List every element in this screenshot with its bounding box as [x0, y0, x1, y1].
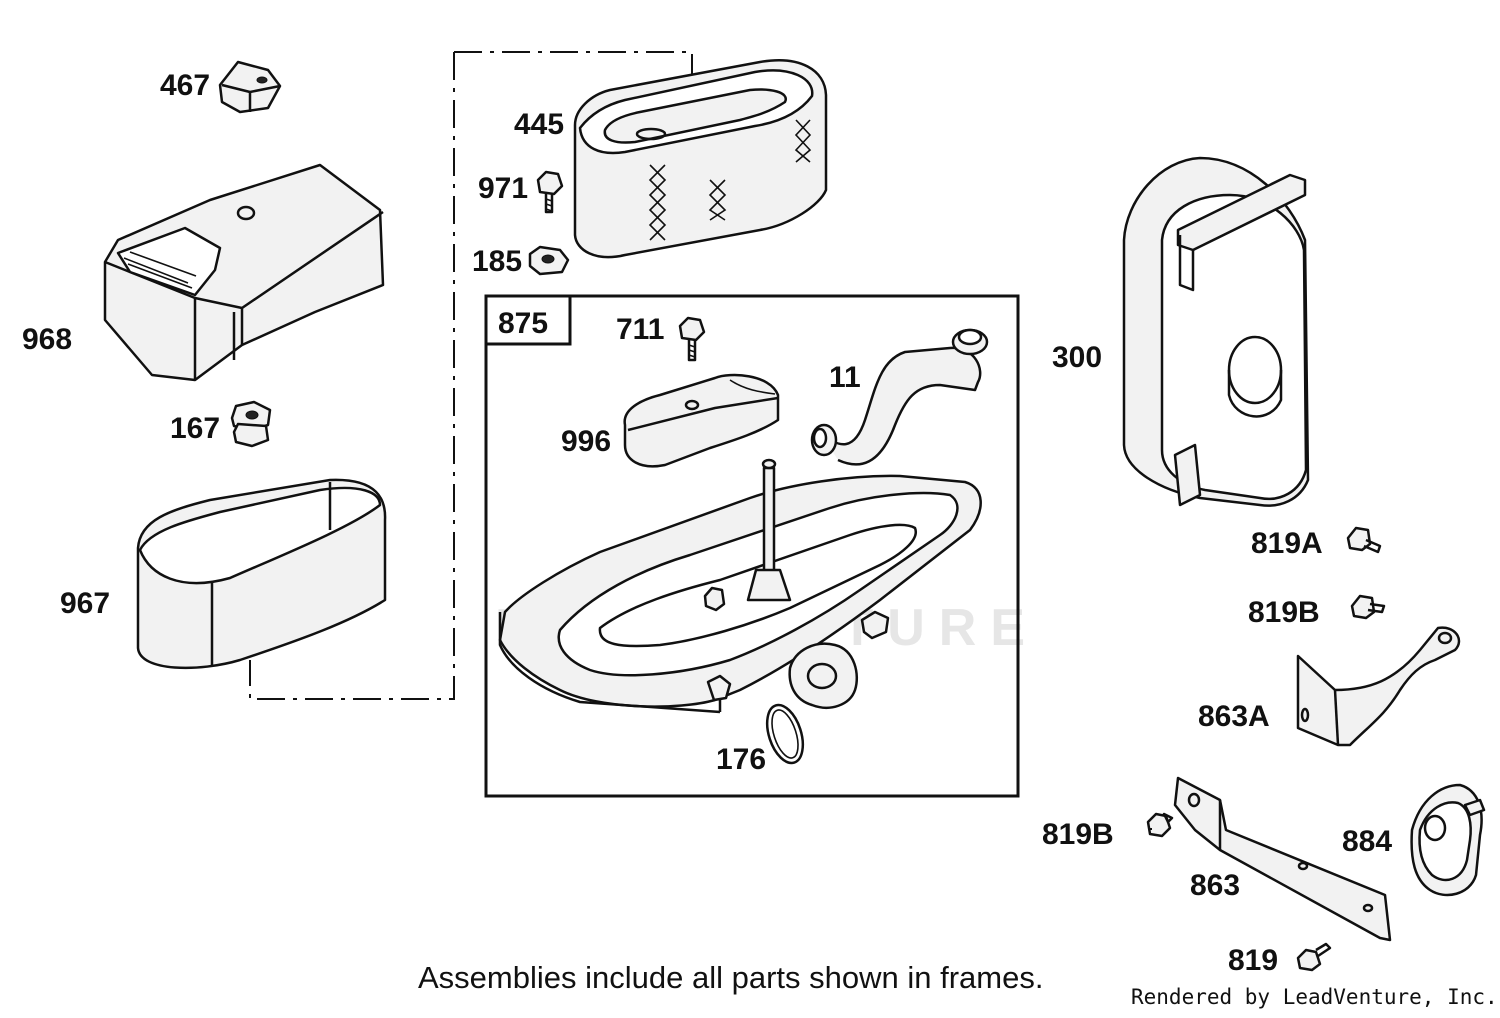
label-185: 185: [472, 245, 522, 278]
label-467: 467: [160, 69, 210, 102]
label-971: 971: [478, 172, 528, 205]
part-819b-bolt-top[interactable]: [1350, 594, 1386, 620]
label-863: 863: [1190, 869, 1240, 902]
label-445: 445: [514, 108, 564, 141]
part-968-cover[interactable]: [103, 163, 385, 382]
part-863-strap[interactable]: [1173, 776, 1392, 942]
part-11-breather-tube[interactable]: [810, 328, 989, 466]
part-819-bolt[interactable]: [1296, 942, 1332, 972]
part-819a-bolt[interactable]: [1346, 526, 1382, 554]
label-11: 11: [829, 361, 861, 394]
frames-caption: Assemblies include all parts shown in fr…: [418, 960, 1043, 995]
label-176: 176: [716, 743, 766, 776]
label-711: 711: [616, 313, 664, 346]
part-996-baffle[interactable]: [623, 373, 780, 468]
assembly-connector-lines: [249, 51, 693, 700]
part-971-screw[interactable]: [536, 170, 564, 214]
assembly-frame-label-box: [484, 294, 572, 346]
label-968: 968: [22, 323, 72, 356]
part-467-knob[interactable]: [218, 60, 282, 114]
part-176-oring[interactable]: [761, 701, 810, 768]
part-445-filter[interactable]: [573, 59, 828, 259]
label-819a: 819A: [1251, 527, 1323, 560]
part-819b-bolt-bottom[interactable]: [1146, 812, 1174, 838]
label-819b-bottom: 819B: [1042, 818, 1114, 851]
part-967-precleaner[interactable]: [136, 478, 387, 670]
rendered-by-credit: Rendered by LeadVenture, Inc.: [1131, 985, 1498, 1009]
part-711-screw[interactable]: [678, 316, 706, 362]
label-863a: 863A: [1198, 700, 1270, 733]
part-884-clamp[interactable]: [1410, 783, 1486, 897]
label-300: 300: [1052, 341, 1102, 374]
label-819b-top: 819B: [1248, 596, 1320, 629]
label-884: 884: [1342, 825, 1392, 858]
label-167: 167: [170, 412, 220, 445]
label-875: 875: [498, 307, 548, 340]
part-300-muffler[interactable]: [1122, 156, 1310, 507]
part-labels: 467 968 167 967 445 971 185 875 711 11 9…: [22, 69, 1392, 977]
label-996: 996: [561, 425, 611, 458]
part-863a-bracket[interactable]: [1296, 626, 1461, 747]
assembly-frame-875: [484, 294, 1020, 798]
label-967: 967: [60, 587, 110, 620]
label-819: 819: [1228, 944, 1278, 977]
part-185-nut[interactable]: [528, 245, 570, 276]
part-base-plate[interactable]: [498, 458, 982, 714]
part-167-grommet[interactable]: [230, 400, 272, 448]
